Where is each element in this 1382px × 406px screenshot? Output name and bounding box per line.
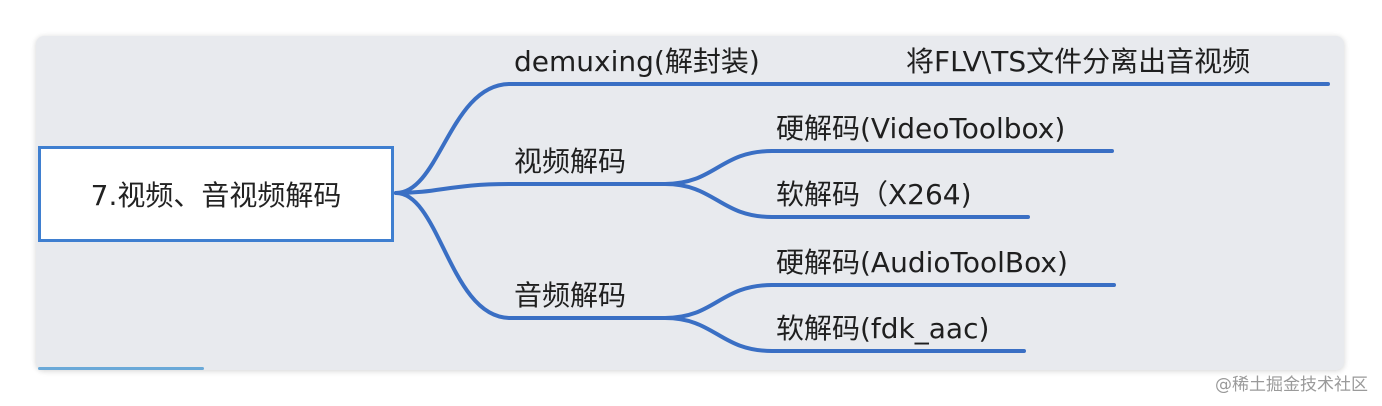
branch-note-demuxing: 将FLV\TS文件分离出音视频 [906,45,1251,78]
connector-root-to-demuxing [394,82,512,195]
branch-node-demuxing[interactable]: demuxing(解封装) [514,45,760,78]
watermark-text: @稀土掘金技术社区 [1215,375,1368,395]
leaf-node-audio-hw-decode[interactable]: 硬解码(AudioToolBox) [776,246,1068,279]
connector-video-to-hw [663,149,774,186]
connector-audio-to-sw [663,316,774,353]
root-node-label: 7.视频、音视频解码 [90,179,342,212]
branch-node-audio-decode[interactable]: 音频解码 [514,279,627,312]
leaf-node-audio-sw-decode[interactable]: 软解码(fdk_aac) [776,312,990,345]
leaf-node-video-hw-decode[interactable]: 硬解码(VideoToolbox) [776,112,1066,145]
root-node[interactable]: 7.视频、音视频解码 [38,146,394,242]
connector-audio-to-hw [663,283,774,320]
connector-root-to-audio [394,191,512,320]
connector-root-to-video [394,182,512,195]
branch-node-video-decode[interactable]: 视频解码 [514,145,627,178]
leaf-node-video-sw-decode[interactable]: 软解码（X264) [776,178,972,211]
card-accent-bar [38,367,204,370]
connector-video-to-sw [663,182,774,219]
